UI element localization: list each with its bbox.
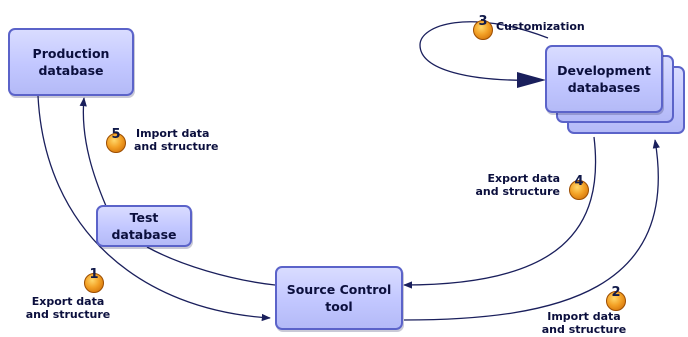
step-3-badge: 3 (473, 14, 493, 40)
source-control-node: Source Control tool (275, 266, 403, 330)
step-1-number: 1 (89, 267, 99, 282)
production-database-node: Production database (8, 28, 134, 96)
source-control-line-1: Source Control (286, 282, 392, 297)
development-node-line-2: databases (567, 80, 641, 95)
step-2-label: Import data and structure (541, 310, 627, 336)
step-4-label: Export data and structure (475, 172, 560, 198)
loop-arrowhead (517, 72, 546, 88)
source-control-line-2: tool (325, 299, 353, 314)
step-2-badge: 2 (606, 285, 626, 311)
production-node-line-1: Production (32, 46, 110, 61)
arrow-development-to-source-control (403, 136, 597, 289)
step-1-badge: 1 (84, 267, 104, 293)
arrow-production-to-source-control (37, 95, 271, 322)
step-5-number: 5 (111, 127, 121, 142)
step-1-label: Export data and structure (25, 295, 111, 321)
test-database-node: Test database (96, 205, 192, 247)
step-3-label: Customization (496, 20, 585, 33)
step-4-number: 4 (574, 174, 584, 189)
step-2-number: 2 (611, 285, 621, 300)
step-3-number: 3 (478, 14, 488, 29)
step-5-badge: 5 (106, 127, 126, 153)
arrow-source-control-to-development (403, 139, 660, 321)
step-5-label: Import data and structure (134, 127, 219, 153)
development-node-line-1: Development (557, 63, 651, 78)
test-node-line-1: Test (129, 210, 159, 225)
production-node-line-2: database (38, 63, 104, 78)
development-databases-node: Development databases (545, 45, 663, 113)
step-4-badge: 4 (569, 174, 589, 200)
connector-source-control-to-test (146, 246, 276, 286)
test-node-line-2: database (111, 227, 177, 242)
arrow-test-to-production (79, 97, 107, 207)
